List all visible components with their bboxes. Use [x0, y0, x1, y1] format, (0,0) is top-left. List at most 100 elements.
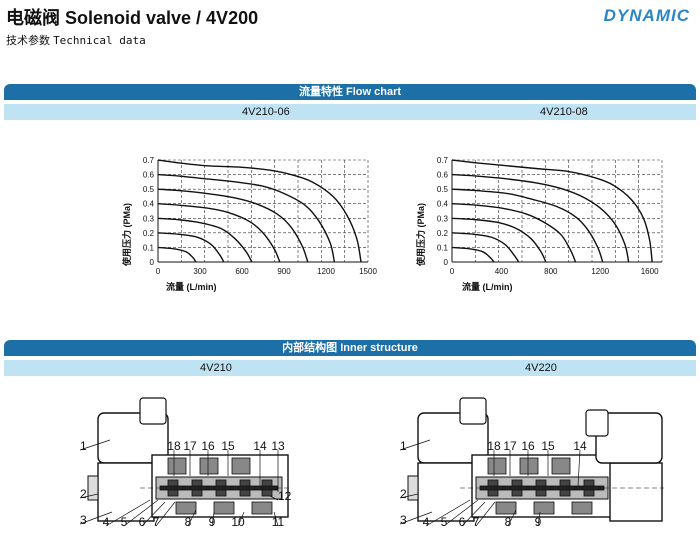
- pressure-curve-0.6: [451, 173, 630, 263]
- y-tick-label: 0.6: [437, 171, 449, 180]
- chart-xlabel: 流量 (L/min): [166, 281, 217, 292]
- inner-model-right: 4V220: [525, 362, 557, 374]
- callout-leader: [141, 501, 166, 527]
- y-tick-label: 0.7: [143, 156, 155, 165]
- callout-leader: [269, 495, 279, 501]
- callout-leader: [237, 511, 245, 527]
- callout-number: 5: [441, 515, 448, 529]
- callout-leader: [577, 449, 581, 487]
- pressure-curve-0.7: [157, 159, 362, 263]
- x-tick-label: 1200: [317, 267, 335, 276]
- callout-number: 17: [183, 439, 197, 453]
- pressure-curve-0.5: [157, 188, 309, 263]
- x-tick-label: 800: [544, 267, 558, 276]
- callout-number: 8: [185, 515, 192, 529]
- pressure-curve-0.4: [451, 203, 577, 263]
- callout-leader: [79, 493, 99, 499]
- callout-number: 5: [121, 515, 128, 529]
- x-tick-label: 900: [277, 267, 291, 276]
- x-tick-label: 0: [450, 267, 455, 276]
- coil-connector: [139, 397, 167, 425]
- y-tick-label: 0.1: [143, 243, 155, 252]
- callout-leader: [123, 499, 159, 527]
- subtitle-en: Technical data: [53, 34, 146, 47]
- callout-number: 15: [221, 439, 235, 453]
- port-hatching: [167, 457, 273, 515]
- callout-leader: [475, 501, 496, 527]
- x-tick-label: 1500: [359, 267, 377, 276]
- pressure-curve-0.2: [451, 232, 520, 263]
- chart-ylabel: 使用压力 (PMa): [415, 203, 426, 267]
- callout-number: 11: [272, 515, 285, 529]
- flow-model-right: 4V210-08: [540, 106, 588, 118]
- pressure-curve-0.1: [451, 246, 495, 263]
- y-tick-label: 0.6: [143, 171, 155, 180]
- chart-grid: [157, 159, 369, 263]
- manual-override-a: [407, 475, 419, 501]
- inner-section-header: 内部结构图 Inner structure: [4, 340, 696, 356]
- callout-leader: [187, 509, 197, 527]
- callout-number: 18: [167, 439, 181, 453]
- x-tick-label: 1600: [641, 267, 659, 276]
- flow-model-left: 4V210-06: [242, 106, 290, 118]
- chart-series: [451, 159, 653, 263]
- page-subtitle: 技术参数 Technical data: [6, 32, 146, 48]
- solenoid-coil-b: [595, 412, 663, 464]
- callout-number: 4: [423, 515, 430, 529]
- pressure-curve-0.6: [157, 173, 336, 263]
- solenoid-base: [97, 462, 155, 522]
- callout-number: 15: [541, 439, 555, 453]
- flow-models-bar: 4V210-06 4V210-08: [4, 104, 696, 120]
- subtitle-cn: 技术参数: [6, 35, 50, 47]
- x-tick-label: 0: [156, 267, 161, 276]
- y-tick-label: 0.1: [437, 243, 449, 252]
- pressure-curve-0.3: [451, 217, 547, 263]
- pressure-curve-0.7: [451, 159, 653, 263]
- page-title: 电磁阀 Solenoid valve / 4V200: [6, 8, 259, 28]
- callout-leader: [105, 499, 151, 527]
- callout-leader: [537, 511, 541, 527]
- pressure-curve-0.1: [157, 246, 197, 263]
- callout-number: 18: [487, 439, 501, 453]
- brand-logo: DYNAMIC: [603, 6, 690, 25]
- y-tick-label: 0.4: [437, 200, 449, 209]
- callout-number: 14: [253, 439, 267, 453]
- y-tick-label: 0: [150, 258, 155, 267]
- x-tick-label: 600: [235, 267, 249, 276]
- callout-number: 10: [231, 515, 245, 529]
- callout-number: 6: [459, 515, 466, 529]
- callout-number: 12: [278, 489, 292, 503]
- pressure-curve-0.3: [157, 217, 253, 263]
- coil-connector-a: [459, 397, 487, 425]
- chart-grid: [451, 159, 663, 263]
- callout-leader: [507, 509, 517, 527]
- callout-leader: [273, 511, 279, 527]
- callout-number: 7: [153, 515, 160, 529]
- callout-number: 16: [201, 439, 215, 453]
- y-tick-label: 0.2: [437, 229, 449, 238]
- inner-models-bar: 4V210 4V220: [4, 360, 696, 376]
- y-tick-label: 0.5: [437, 185, 449, 194]
- callout-leader: [155, 501, 176, 527]
- chart-series: [157, 159, 362, 263]
- callout-number: 3: [400, 513, 407, 527]
- callout-leader: [425, 499, 471, 527]
- flow-section-header: 流量特性 Flow chart: [4, 84, 696, 100]
- y-tick-label: 0.5: [143, 185, 155, 194]
- callout-number: 13: [271, 439, 285, 453]
- x-tick-label: 300: [193, 267, 207, 276]
- callout-leader: [443, 499, 479, 527]
- callout-leader: [399, 439, 431, 451]
- callout-number: 9: [209, 515, 216, 529]
- inner-model-left: 4V210: [200, 362, 232, 374]
- callout-number: 4: [103, 515, 110, 529]
- callout-number: 16: [521, 439, 535, 453]
- chart-ylabel: 使用压力 (PMa): [121, 203, 132, 267]
- pressure-curve-0.2: [157, 232, 225, 263]
